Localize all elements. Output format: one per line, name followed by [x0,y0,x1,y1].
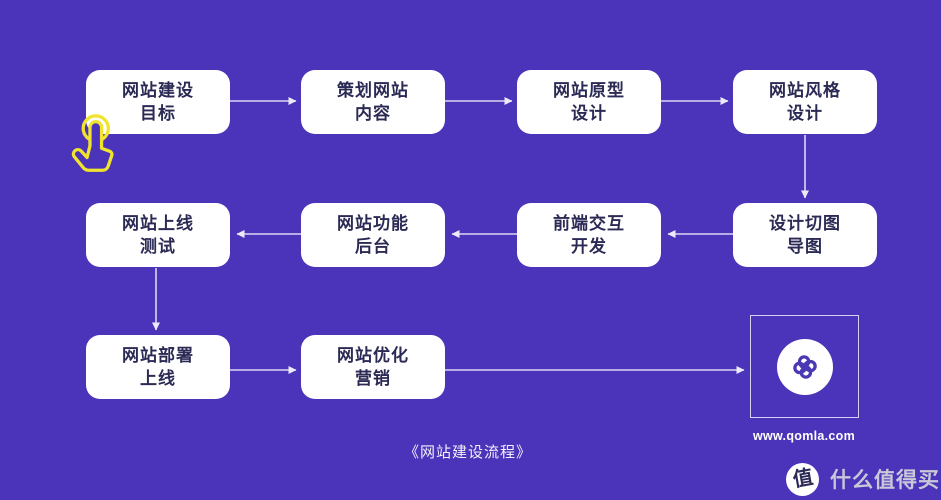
flow-node-prototype-design: 网站原型 设计 [517,70,661,134]
flow-node-design-slicing: 设计切图 导图 [733,203,877,267]
flow-node-website-goal: 网站建设 目标 [86,70,230,134]
smzdm-watermark-text: 什么值得买 [830,469,940,492]
flow-node-style-design: 网站风格 设计 [733,70,877,134]
qomla-clover-icon [792,354,817,379]
smzdm-icon-char: 值 [790,466,815,492]
flow-node-launch-testing: 网站上线 测试 [86,203,230,267]
brand-logo-circle [776,338,833,395]
flow-node-plan-content: 策划网站 内容 [301,70,445,134]
flow-node-label: 设计切图 导图 [769,214,841,256]
brand-website-url: www.qomla.com [752,429,856,443]
flow-node-label: 前端交互 开发 [553,214,625,256]
flow-node-label: 网站上线 测试 [122,214,194,256]
flow-node-frontend-dev: 前端交互 开发 [517,203,661,267]
flow-node-label: 网站部署 上线 [122,346,194,388]
flow-node-optimize-marketing: 网站优化 营销 [301,335,445,399]
smzdm-logo-icon: 值 [786,462,819,496]
diagram-caption: 《网站建设流程》 [403,444,532,461]
flow-node-label: 网站优化 营销 [337,346,409,388]
flow-node-label: 网站原型 设计 [553,81,625,123]
tap-hand-icon [71,114,114,172]
brand-logo-box [750,315,859,418]
flow-node-label: 网站功能 后台 [337,214,409,256]
flow-node-backend-features: 网站功能 后台 [301,203,445,267]
flow-node-label: 网站建设 目标 [122,81,194,123]
smzdm-watermark: 值 什么值得买 [786,462,940,496]
flow-node-label: 策划网站 内容 [337,81,409,123]
flow-node-label: 网站风格 设计 [769,81,841,123]
flow-node-deploy-launch: 网站部署 上线 [86,335,230,399]
